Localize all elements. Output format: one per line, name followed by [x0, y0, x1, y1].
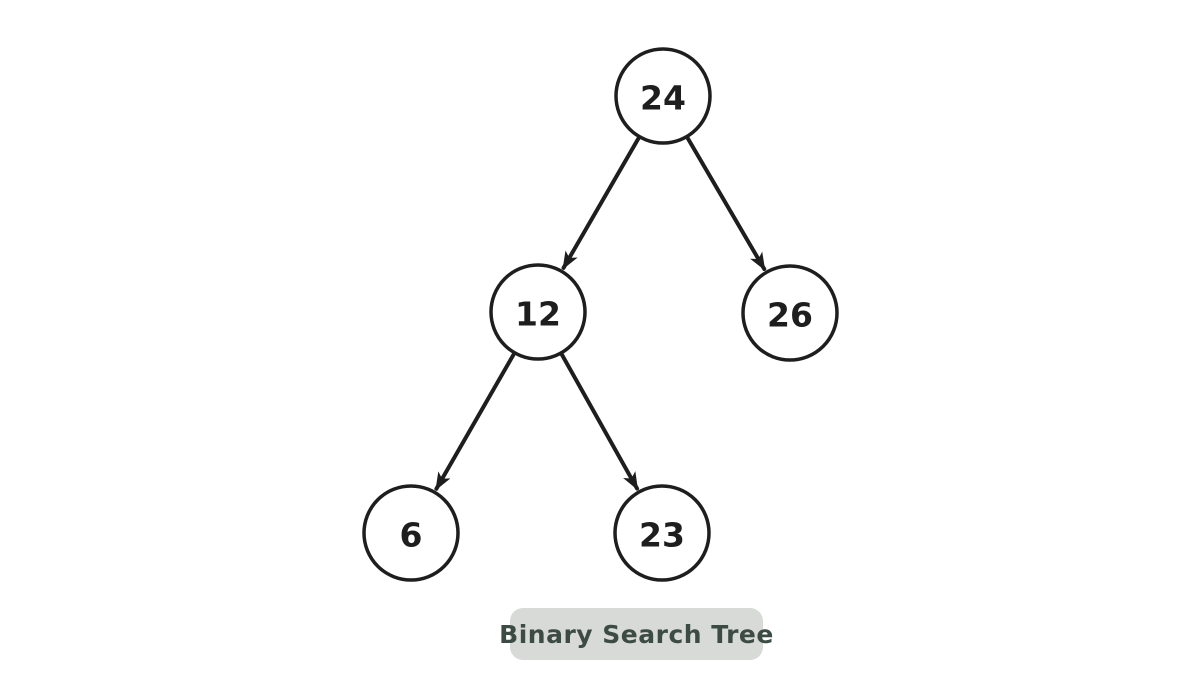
- node-value-12: 12: [515, 295, 561, 334]
- node-circle-23: [613, 484, 711, 582]
- nodes-layer: 24 12 26 6 23: [362, 47, 839, 582]
- edge-12-to-23: [559, 351, 640, 491]
- node-circle-6: [362, 484, 460, 582]
- node-circle-12: [489, 263, 587, 361]
- node-value-26: 26: [767, 296, 813, 335]
- tree-node-26: 26: [741, 264, 839, 362]
- caption-label: Binary Search Tree: [499, 619, 774, 649]
- edge-24-to-12: [561, 135, 641, 270]
- node-value-23: 23: [639, 516, 685, 555]
- node-value-24: 24: [640, 79, 686, 118]
- node-value-6: 6: [400, 516, 423, 555]
- edge-24-to-26: [685, 135, 767, 271]
- tree-node-6: 6: [362, 484, 460, 582]
- node-circle-26: [741, 264, 839, 362]
- caption-badge: Binary Search Tree: [499, 608, 773, 660]
- tree-node-24: 24: [614, 47, 712, 145]
- tree-node-12: 12: [489, 263, 587, 361]
- edges-layer: [434, 135, 767, 491]
- tree-node-23: 23: [613, 484, 711, 582]
- edge-12-to-6: [434, 351, 517, 491]
- node-circle-24: [614, 47, 712, 145]
